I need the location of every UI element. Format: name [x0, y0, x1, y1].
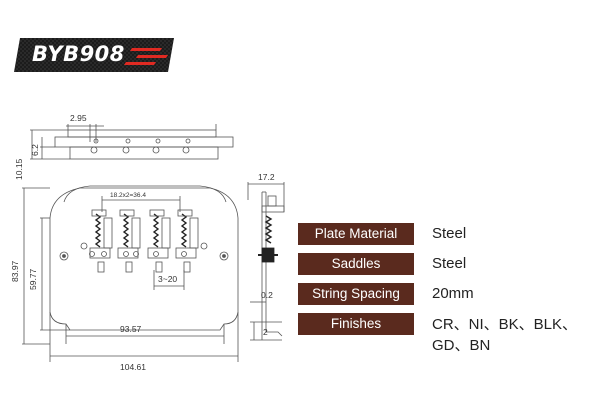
spec-value: 20mm: [432, 285, 474, 302]
dim-10-15: 10.15: [14, 158, 24, 180]
dim-104-61: 104.61: [120, 362, 146, 372]
badge-background: [14, 38, 174, 72]
spec-label: Saddles: [298, 253, 414, 275]
spec-label: String Spacing: [298, 283, 414, 305]
spec-value-finishes-line2: GD、BN: [432, 337, 491, 354]
side-view: [247, 182, 285, 341]
dim-93-57: 93.57: [120, 324, 142, 334]
dim-59-77: 59.77: [28, 268, 38, 290]
dim-2: 2: [263, 327, 268, 337]
dim-6-2: 6.2: [30, 144, 40, 156]
top-view: [30, 124, 234, 160]
model-name: BYB908: [32, 42, 125, 66]
spec-row-plate-material: Plate Material Steel: [298, 223, 598, 245]
model-badge: BYB908: [14, 38, 174, 72]
dim-83-97: 83.97: [10, 260, 20, 282]
front-view: [22, 185, 239, 362]
dim-2-95: 2.95: [70, 113, 87, 123]
dim-17-2: 17.2: [258, 172, 275, 182]
spec-row-string-spacing: String Spacing 20mm: [298, 283, 598, 305]
spec-row-saddles: Saddles Steel: [298, 253, 598, 275]
spec-row-finishes: Finishes CR、NI、BK、BLK、 GD、BN: [298, 313, 598, 357]
spec-value-finishes-line1: CR、NI、BK、BLK、: [432, 316, 578, 333]
spec-label: Plate Material: [298, 223, 414, 245]
spec-value: Steel: [432, 225, 467, 242]
spec-label: Finishes: [298, 313, 414, 335]
dim-3-20: 3~20: [158, 274, 177, 284]
dim-0-2: 0.2: [261, 290, 273, 300]
dim-string-spacing: 18.2x2=36.4: [110, 192, 146, 199]
spec-value: Steel: [432, 255, 467, 272]
